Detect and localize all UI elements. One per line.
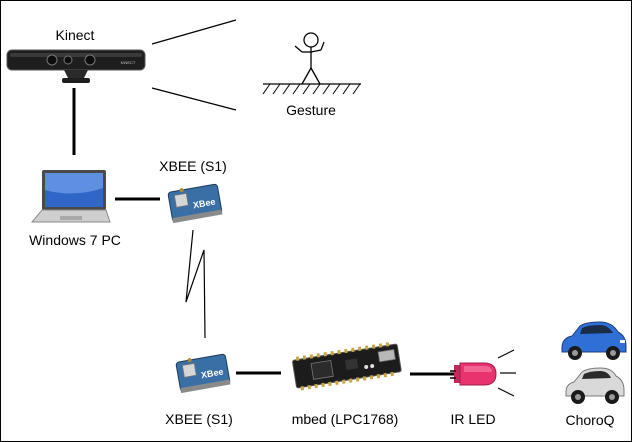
toy-car-icon-blue: [558, 320, 628, 362]
gesture-label: Gesture: [276, 102, 346, 118]
pc-label: Windows 7 PC: [18, 232, 132, 248]
kinect-badge: KINECT: [121, 60, 136, 65]
xbee-module-icon-bottom: XBee: [172, 352, 234, 394]
ir-led-icon: [450, 358, 498, 390]
xbee-bottom-label: XBEE (S1): [154, 411, 244, 427]
ir-ray-lower: [498, 388, 514, 396]
choroq-label: ChoroQ: [560, 412, 620, 428]
kinect-label: Kinect: [50, 27, 100, 43]
ir-led-label: IR LED: [438, 411, 508, 427]
toy-car-icon-silver: [562, 364, 628, 406]
xbee-top-label: XBEE (S1): [148, 158, 238, 174]
mbed-label: mbed (LPC1768): [282, 411, 408, 427]
wireless-link: [186, 230, 205, 338]
kinect-sensor-icon: KINECT: [6, 46, 146, 90]
kinect-view-line-upper: [152, 20, 236, 44]
laptop-icon: [30, 168, 112, 228]
xbee-module-icon-top: XBee: [164, 182, 226, 224]
kinect-view-line-lower: [152, 88, 236, 110]
mbed-board-icon: [288, 338, 406, 396]
stick-figure-icon: [258, 30, 368, 106]
ir-ray-upper: [498, 350, 514, 358]
